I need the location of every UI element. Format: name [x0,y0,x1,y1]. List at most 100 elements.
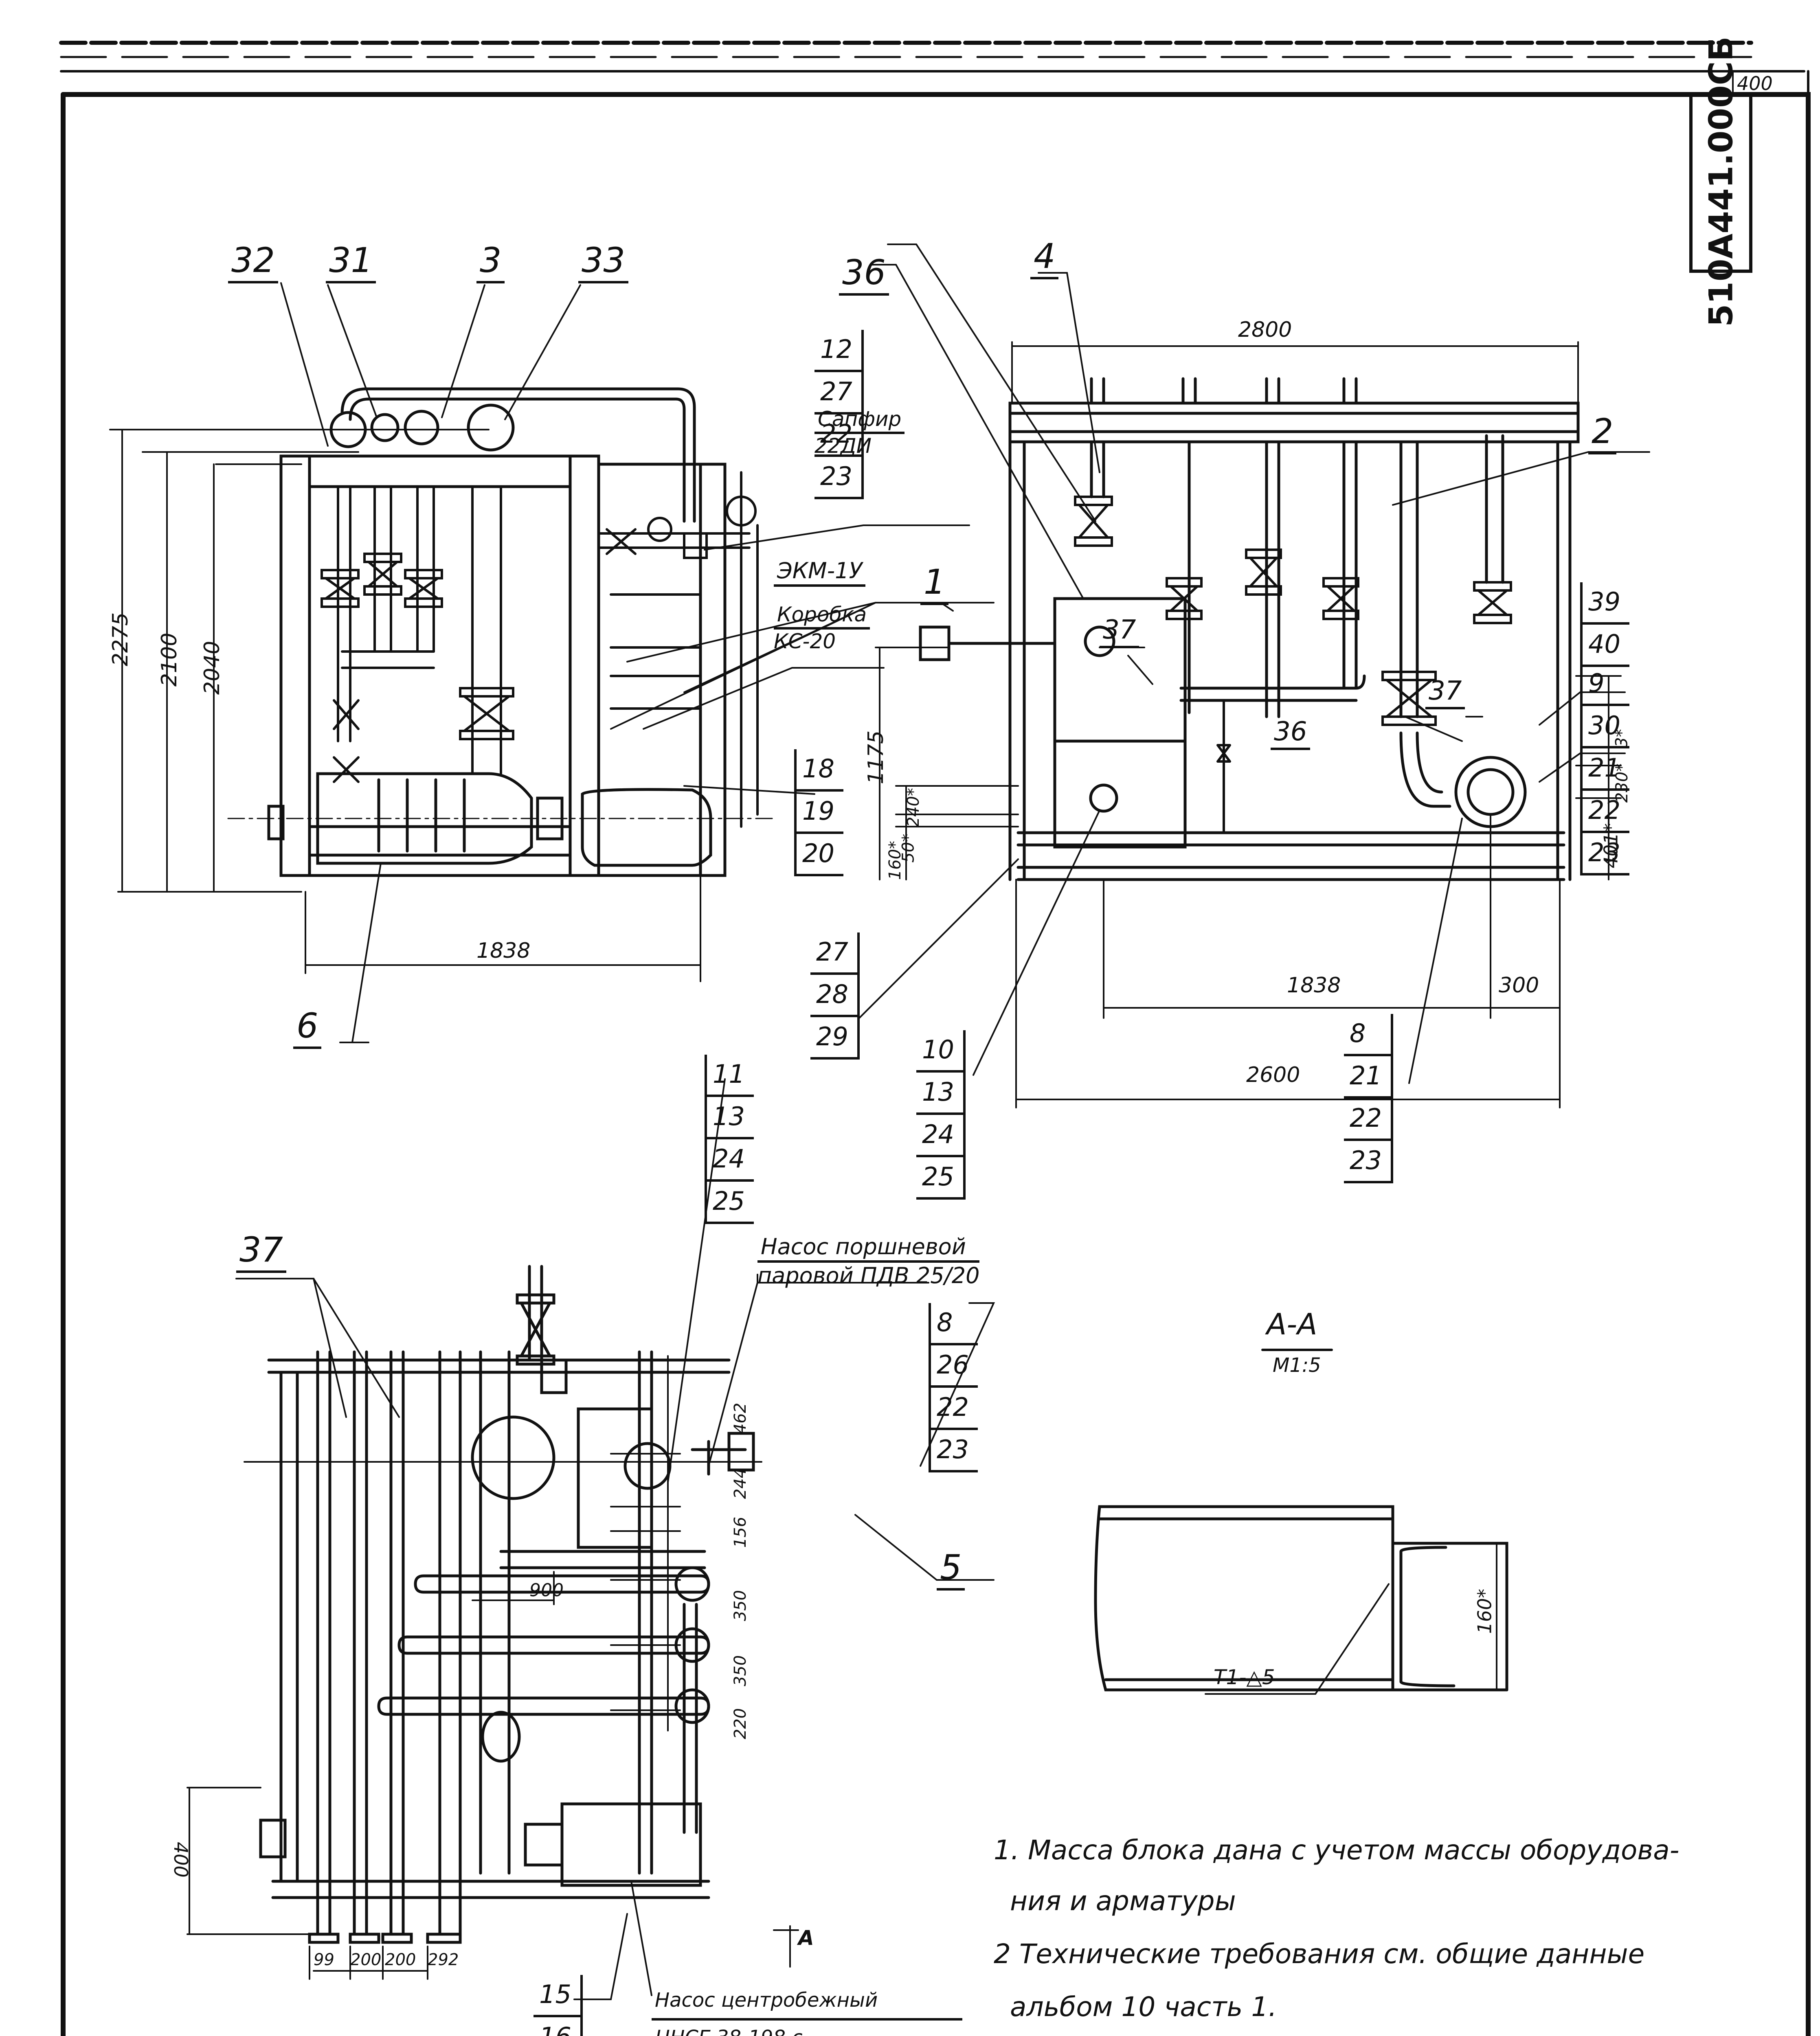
stack-item: 27 [810,932,857,975]
dim-400: 400 [169,1842,192,1878]
dim-156: 156 [731,1516,750,1548]
note-line: 1. Масса блока дана с учетом массы обору… [994,1834,1679,1866]
dim-401: 401* [1600,823,1622,869]
callout-4: 4 [1030,236,1059,279]
dim-99: 99 [314,1950,334,1969]
stack-item: 21 [1344,1056,1391,1099]
callout-37a: 37 [1100,615,1139,648]
dim-1838-side: 1838 [1287,973,1341,998]
stack-item: 8 [1344,1014,1391,1056]
stack-item: 9 [1583,664,1629,706]
note-line: альбом 10 часть 1. [1010,1991,1277,2023]
stack-item: 28 [810,975,857,1017]
callout-6: 6 [293,1006,322,1049]
centrifugal-line1: Насос центробежный [652,1983,963,2021]
dim-220: 220 [731,1708,750,1740]
callout-stack-12: 12 27 22 23 [814,330,864,499]
stack-item: 12 [814,330,861,372]
stack-item: 23 [1344,1141,1391,1183]
stack-item: 13 [707,1097,754,1139]
dim-3: 3* [1612,729,1631,748]
stack-item: 25 [707,1182,754,1224]
dim-2275: 2275 [108,612,133,667]
stack-item: 24 [916,1115,963,1157]
callout-3: 3 [476,240,505,283]
callout-32: 32 [228,240,278,283]
stack-item: 26 [931,1345,978,1388]
centrifugal-pump-label: Насос центробежный ЦНСГ-38-198 с электро… [652,1983,963,2036]
stack-item: 11 [707,1055,754,1097]
stack-item: 8 [931,1303,978,1345]
callout-5: 5 [937,1547,965,1591]
stack-item: 23 [1583,833,1629,875]
stack-item: 25 [916,1157,963,1200]
stack-item: 16 [533,2017,580,2036]
dim-2800: 2800 [1238,318,1292,342]
corner-number: 400 [1737,72,1773,94]
stack-item: 19 [797,792,843,834]
callout-31: 31 [326,240,376,283]
dim-1838-front: 1838 [476,939,531,963]
stack-item: 23 [814,457,861,499]
callout-stack-11: 11 13 24 25 [705,1055,754,1224]
section-dim-160: 160* [1473,1588,1496,1634]
callout-stack-8-plan: 8 26 22 23 [929,1303,978,1472]
callout-stack-18: 18 19 20 [794,749,843,876]
callout-37-plan: 37 [236,1230,286,1273]
stack-item: 40 [1583,625,1629,667]
stack-item: 18 [797,749,843,792]
dim-300: 300 [1499,973,1539,998]
dim-2600: 2600 [1246,1063,1300,1087]
dim-240: 240* [904,788,923,827]
box-line2: КС-20 [774,630,836,653]
callout-stack-39: 39 40 [1580,582,1629,667]
dim-350a: 350 [731,1590,750,1621]
stack-item: 27 [814,372,861,415]
ekm-label: ЭКМ-1У [774,558,866,587]
section-mark-a: А [798,1926,814,1950]
stack-item: 22 [1583,791,1629,833]
steam-pump-label: Насос поршневой паровой ПДВ 25/20 [757,1234,980,1288]
box-label: Коробка КС-20 [774,603,870,653]
callout-stack-27: 27 28 29 [810,932,860,1060]
note-line: 2 Технические требования см. общие данны… [994,1938,1645,1970]
stack-item: 22 [1344,1099,1391,1141]
stack-item: 20 [797,834,843,876]
callout-37b: 37 [1425,676,1465,709]
dim-200b: 200 [385,1950,416,1969]
centrifugal-line2: ЦНСГ-38-198 с [652,2021,962,2036]
side-code: 510А441.000СБ [1702,36,1740,327]
stack-item: 29 [810,1017,857,1060]
steam-pump-line1: Насос поршневой [757,1234,980,1263]
dim-230: 230* [1613,763,1632,803]
callout-stack-15: 15 16 17 [533,1975,583,2036]
dim-900: 900 [529,1580,564,1601]
callout-2: 2 [1588,411,1617,454]
box-line1: Коробка [774,603,870,630]
dim-350b: 350 [731,1655,750,1687]
section-scale: М1:5 [1273,1354,1321,1377]
dim-200a: 200 [350,1950,382,1969]
callout-1: 1 [920,562,949,605]
callout-stack-8-side: 8 21 22 23 [1344,1014,1393,1183]
stack-item: 10 [916,1030,963,1073]
stack-item: 30 [1583,706,1629,748]
callout-stack-10: 10 13 24 25 [916,1030,966,1200]
stack-item: 15 [533,1975,580,2017]
dim-50: 50* [899,834,918,863]
dim-1175: 1175 [864,730,889,785]
stack-item: 22 [814,415,861,457]
stack-item: 22 [931,1388,978,1430]
dim-2100: 2100 [157,632,182,687]
stack-item: 24 [707,1139,754,1182]
note-line: ния и арматуры [1010,1885,1236,1917]
side-code-box: 510А441.000СБ [1689,37,1752,327]
callout-stack-9: 9 30 21 22 23 [1580,664,1629,875]
stack-item: 39 [1583,582,1629,625]
steam-pump-line2: паровой ПДВ 25/20 [757,1263,980,1288]
weld-mark: Т1-△5 [1214,1665,1275,1689]
callout-36-top: 36 [839,252,889,296]
stack-item: 23 [931,1430,978,1472]
stack-item: 21 [1583,748,1629,791]
